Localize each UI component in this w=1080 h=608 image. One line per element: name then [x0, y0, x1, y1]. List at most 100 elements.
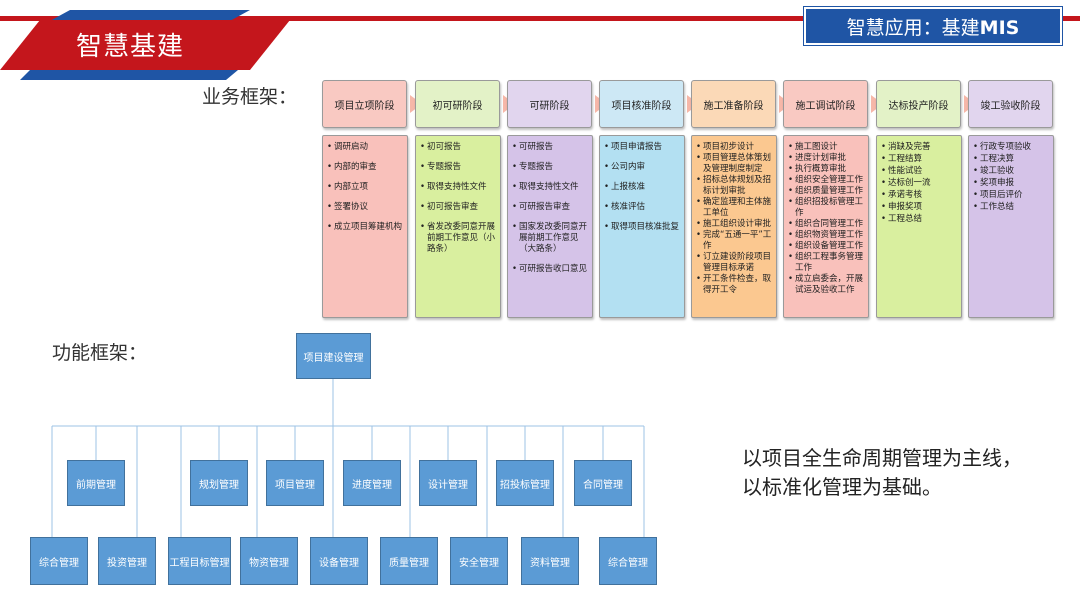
stage-item: 组织招投标管理工作 [788, 197, 864, 219]
tree-node-level3-2: 投资管理 [98, 537, 156, 585]
stage-item: 国家发改委同意开展前期工作意见（大路条） [512, 222, 588, 255]
stage-item-list: 可研报告专题报告取得支持性文件可研报告审查国家发改委同意开展前期工作意见（大路条… [508, 136, 592, 275]
stage-item: 执行概算审批 [788, 164, 864, 175]
stage-item: 项目后评价 [973, 190, 1049, 201]
tree-node-level3-7: 安全管理 [450, 537, 508, 585]
stage-item: 初可报告 [420, 142, 496, 153]
stage-item: 组织质量管理工作 [788, 186, 864, 197]
tree-root-project-construction-management: 项目建设管理 [296, 333, 371, 379]
stage-item: 达标创一流 [881, 178, 957, 189]
stage-item: 项目初步设计 [696, 142, 772, 153]
stage-item: 成立项目筹建机构 [327, 222, 403, 233]
stage-item: 竣工验收 [973, 166, 1049, 177]
stage-header-1: 项目立项阶段 [322, 80, 407, 128]
stage-item-list: 施工图设计进度计划审批执行概算审批组织安全管理工作组织质量管理工作组织招投标管理… [784, 136, 868, 296]
tree-node-level3-9: 综合管理 [599, 537, 657, 585]
stage-header-2: 初可研阶段 [415, 80, 500, 128]
stage-item: 申报奖项 [881, 202, 957, 213]
app-title-tab: 智慧应用：基建MIS [804, 7, 1062, 45]
stage-body-2: 初可报告专题报告取得支持性文件初可报告审查省发改委同意开展前期工作意见（小路条） [415, 135, 501, 318]
stage-item: 成立启委会，开展试运及验收工作 [788, 274, 864, 296]
slogan-line-2: 以标准化管理为基础。 [742, 475, 942, 499]
stage-item: 工程结算 [881, 154, 957, 165]
stage-item: 组织合同管理工作 [788, 219, 864, 230]
stage-item: 内部的审查 [327, 162, 403, 173]
tree-node-level2-4: 进度管理 [343, 460, 401, 506]
stage-item: 项目管理总体策划及管理制度制定 [696, 153, 772, 175]
slogan: 以项目全生命周期管理为主线， 以标准化管理为基础。 [742, 444, 1022, 502]
stage-item: 确定监理和主体施工单位 [696, 197, 772, 219]
stage-item: 施工图设计 [788, 142, 864, 153]
stage-header-5: 施工准备阶段 [691, 80, 776, 128]
tree-node-level2-6: 招投标管理 [496, 460, 554, 506]
stage-item: 上报核准 [604, 182, 680, 193]
tree-node-level3-6: 质量管理 [380, 537, 438, 585]
tree-node-level2-7: 合同管理 [574, 460, 632, 506]
stage-item: 公司内审 [604, 162, 680, 173]
stage-item: 招标总体规划及招标计划审批 [696, 175, 772, 197]
stage-item: 核准评估 [604, 202, 680, 213]
stage-item: 工程决算 [973, 154, 1049, 165]
stage-item: 性能试验 [881, 166, 957, 177]
header-red-line [0, 16, 1080, 21]
slogan-line-1: 以项目全生命周期管理为主线， [742, 446, 1022, 470]
stage-item: 开工条件检查，取得开工令 [696, 274, 772, 296]
stage-item: 取得支持性文件 [420, 182, 496, 193]
stage-item: 进度计划审批 [788, 153, 864, 164]
tree-node-level3-5: 设备管理 [310, 537, 368, 585]
tree-node-level3-8: 资料管理 [521, 537, 579, 585]
stage-item: 组织安全管理工作 [788, 175, 864, 186]
stage-item: 工程总结 [881, 214, 957, 225]
stage-item-list: 调研启动内部的审查内部立项签署协议成立项目筹建机构 [323, 136, 407, 233]
tree-node-level3-4: 物资管理 [240, 537, 298, 585]
stage-item: 取得项目核准批复 [604, 222, 680, 233]
app-title-prefix: 智慧应用：基建 [846, 17, 980, 39]
stage-item: 工作总结 [973, 202, 1049, 213]
stage-item-list: 项目初步设计项目管理总体策划及管理制度制定招标总体规划及招标计划审批确定监理和主… [692, 136, 776, 296]
stage-item: 行政专项验收 [973, 142, 1049, 153]
stage-header-6: 施工调试阶段 [783, 80, 868, 128]
stage-item: 调研启动 [327, 142, 403, 153]
stage-item: 项目申请报告 [604, 142, 680, 153]
stage-body-1: 调研启动内部的审查内部立项签署协议成立项目筹建机构 [322, 135, 408, 318]
stage-item-list: 消缺及完善工程结算性能试验达标创一流承诺考核申报奖项工程总结 [877, 136, 961, 225]
stage-body-4: 项目申请报告公司内审上报核准核准评估取得项目核准批复 [599, 135, 685, 318]
business-framework-label: 业务框架： [202, 86, 298, 108]
stage-item: 消缺及完善 [881, 142, 957, 153]
stage-item: 完成“五通一平”工作 [696, 230, 772, 252]
function-framework-label: 功能框架： [52, 342, 148, 364]
stage-item: 内部立项 [327, 182, 403, 193]
stage-item: 可研报告 [512, 142, 588, 153]
stage-item-list: 项目申请报告公司内审上报核准核准评估取得项目核准批复 [600, 136, 684, 233]
stage-header-4: 项目核准阶段 [599, 80, 684, 128]
stage-item: 省发改委同意开展前期工作意见（小路条） [420, 222, 496, 255]
stage-item: 组织设备管理工作 [788, 241, 864, 252]
stage-header-3: 可研阶段 [507, 80, 592, 128]
header-banner [0, 10, 290, 80]
stage-body-5: 项目初步设计项目管理总体策划及管理制度制定招标总体规划及招标计划审批确定监理和主… [691, 135, 777, 318]
tree-node-level2-1: 前期管理 [67, 460, 125, 506]
tree-node-level2-2: 规划管理 [190, 460, 248, 506]
tree-node-level3-3: 工程目标管理 [168, 537, 231, 585]
app-title-suffix: MIS [979, 17, 1020, 39]
stage-item-list: 初可报告专题报告取得支持性文件初可报告审查省发改委同意开展前期工作意见（小路条） [416, 136, 500, 255]
stage-item: 签署协议 [327, 202, 403, 213]
stage-body-6: 施工图设计进度计划审批执行概算审批组织安全管理工作组织质量管理工作组织招投标管理… [783, 135, 869, 318]
tree-node-level3-1: 综合管理 [30, 537, 88, 585]
stage-header-7: 达标投产阶段 [876, 80, 961, 128]
stage-item-list: 行政专项验收工程决算竣工验收奖项申报项目后评价工作总结 [969, 136, 1053, 213]
stage-body-7: 消缺及完善工程结算性能试验达标创一流承诺考核申报奖项工程总结 [876, 135, 962, 318]
tree-node-level2-3: 项目管理 [266, 460, 324, 506]
stage-item: 可研报告审查 [512, 202, 588, 213]
stage-body-8: 行政专项验收工程决算竣工验收奖项申报项目后评价工作总结 [968, 135, 1054, 318]
stage-item: 取得支持性文件 [512, 182, 588, 193]
stage-item: 组织物资管理工作 [788, 230, 864, 241]
stage-item: 订立建设阶段项目管理目标承诺 [696, 252, 772, 274]
stage-item: 专题报告 [512, 162, 588, 173]
stage-header-8: 竣工验收阶段 [968, 80, 1053, 128]
stage-item: 承诺考核 [881, 190, 957, 201]
page-title: 智慧基建 [76, 32, 185, 62]
stage-item: 初可报告审查 [420, 202, 496, 213]
stage-item: 专题报告 [420, 162, 496, 173]
